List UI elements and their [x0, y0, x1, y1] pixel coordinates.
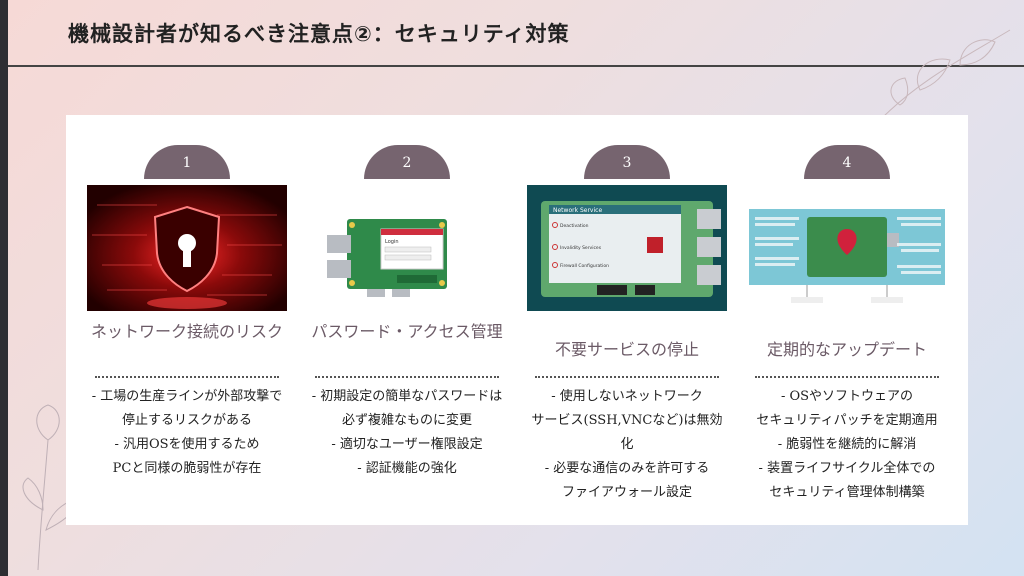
body-line: PCと同様の脆弱性が存在: [112, 461, 262, 476]
body-line: - 使用しないネットワーク: [551, 389, 703, 404]
card-body: - 工場の生産ラインが外部攻撃で 停止するリスクがある - 汎用OSを使用するた…: [87, 385, 287, 481]
card-body: - 使用しないネットワーク サービス(SSH,VNCなど)は無効化 - 必要な通…: [527, 385, 727, 505]
board-option: Deactivation: [560, 223, 589, 229]
title-divider: [8, 65, 1024, 67]
number-tab: 4: [804, 145, 890, 179]
card-heading: 定期的なアップデート: [766, 340, 927, 359]
card-heading: パスワード・アクセス管理: [311, 322, 503, 341]
left-accent-bar: [0, 0, 8, 576]
body-line: - 汎用OSを使用するため: [114, 437, 260, 452]
dotted-divider: [535, 376, 719, 378]
body-line: - 必要な通信のみを許可する: [544, 461, 710, 476]
board-option: Firewall Configuration: [560, 263, 609, 269]
login-text: Login: [385, 239, 399, 245]
body-line: - 脆弱性を継続的に解消: [777, 437, 917, 452]
card-stop-services: 3 Network Service Deactivation Invalidit…: [527, 115, 727, 525]
network-service-board-image: Network Service Deactivation Invalidity …: [527, 185, 727, 311]
dotted-divider: [755, 376, 939, 378]
card-network-risk: 1: [87, 115, 287, 525]
number-tab: 1: [144, 145, 230, 179]
body-line: セキュリティ管理体制構築: [769, 485, 925, 500]
body-line: - 工場の生産ラインが外部攻撃で: [91, 389, 283, 404]
card-heading: 不要サービスの停止: [554, 340, 699, 359]
body-line: - 装置ライフサイクル全体での: [758, 461, 936, 476]
update-diagram-image: [747, 185, 947, 311]
number-tab: 3: [584, 145, 670, 179]
card-password-access: 2 Login パスワード・アクセス管理 - 初期設定の簡単な: [307, 115, 507, 525]
leaf-decoration-top-right: [879, 29, 1011, 121]
body-line: - 適切なユーザー権限設定: [331, 437, 483, 452]
content-panel: 1: [66, 115, 968, 525]
slide-title: 機械設計者が知るべき注意点②：セキュリティ対策: [68, 22, 570, 46]
card-body: - 初期設定の簡単なパスワードは 必ず複雑なものに変更 - 適切なユーザー権限設…: [307, 385, 507, 481]
dotted-divider: [95, 376, 279, 378]
card-body: - OSやソフトウェアの セキュリティパッチを定期適用 - 脆弱性を継続的に解消…: [747, 385, 947, 505]
body-line: ファイアウォール設定: [561, 485, 692, 500]
body-line: 停止するリスクがある: [121, 413, 252, 428]
number-tab: 2: [364, 145, 450, 179]
dotted-divider: [315, 376, 499, 378]
body-line: - OSやソフトウェアの: [780, 389, 914, 404]
raspberry-pi-login-image: Login: [307, 185, 507, 311]
body-line: - 初期設定の簡単なパスワードは: [311, 389, 503, 404]
body-line: サービス(SSH,VNCなど)は無効化: [531, 413, 723, 452]
body-line: - 認証機能の強化: [357, 461, 457, 476]
body-line: 必ず複雑なものに変更: [341, 413, 472, 428]
card-heading: ネットワーク接続のリスク: [90, 322, 283, 341]
board-title: Network Service: [553, 207, 602, 214]
red-shield-lock-image: [87, 185, 287, 311]
board-option: Invalidity Services: [560, 245, 602, 251]
body-line: セキュリティパッチを定期適用: [756, 413, 938, 428]
card-regular-updates: 4 定期的なア: [747, 115, 947, 525]
